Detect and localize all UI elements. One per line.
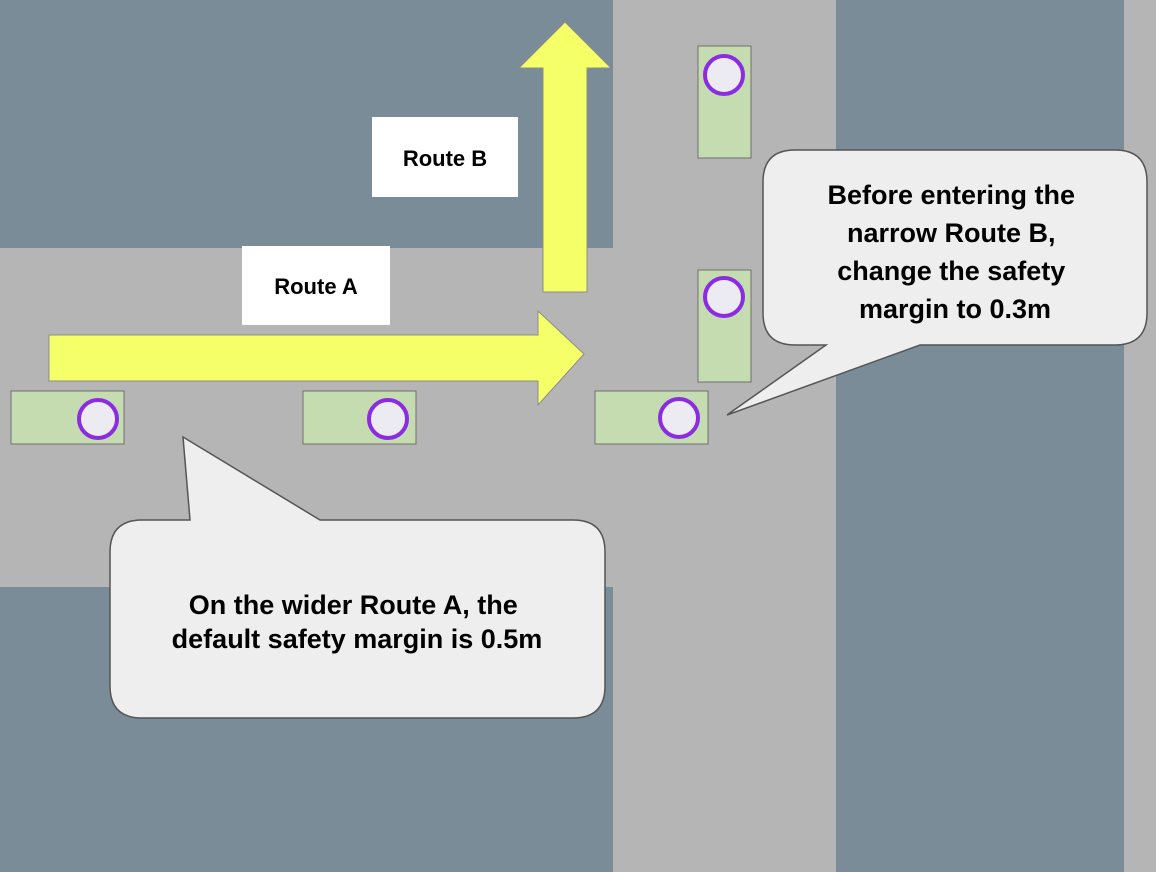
callout-route-b-text: Before entering the narrow Route B, chan… [827,180,1082,324]
vehicle-1 [10,390,125,445]
circle-marker-icon [77,398,119,440]
callout-route-b-line-2: narrow Route B, [847,218,1056,248]
circle-marker-icon [658,397,700,439]
route-b-arrow [517,21,613,293]
route-a-label: Route A [242,246,390,325]
route-a-arrow [48,309,585,407]
circle-marker-icon [703,276,745,318]
vehicle-4 [697,45,752,159]
route-a-label-text: Route A [274,274,358,299]
callout-route-b: Before entering the narrow Route B, chan… [726,149,1148,416]
callout-route-a-line-2: default safety margin is 0.5m [172,624,543,654]
circle-marker-icon [367,398,409,440]
callout-route-b-line-4: margin to 0.3m [859,294,1051,324]
callout-route-a-bubble [109,435,606,719]
city-block-top-left [0,0,613,248]
callout-route-a-line-1: On the wider Route A, the [189,590,518,620]
route-b-label: Route B [372,117,518,197]
callout-route-b-line-3: change the safety [837,256,1065,286]
callout-route-a-text: On the wider Route A, the default safety… [172,590,543,654]
vehicle-3 [594,390,709,445]
callout-route-a: On the wider Route A, the default safety… [109,435,606,719]
callout-route-b-line-1: Before entering the [827,180,1075,210]
circle-marker-icon [703,54,745,96]
city-block-right [836,0,1124,872]
route-b-label-text: Route B [403,146,487,171]
vehicle-2 [302,390,417,445]
callout-route-b-bubble [726,149,1148,416]
vehicle-5 [697,269,752,383]
